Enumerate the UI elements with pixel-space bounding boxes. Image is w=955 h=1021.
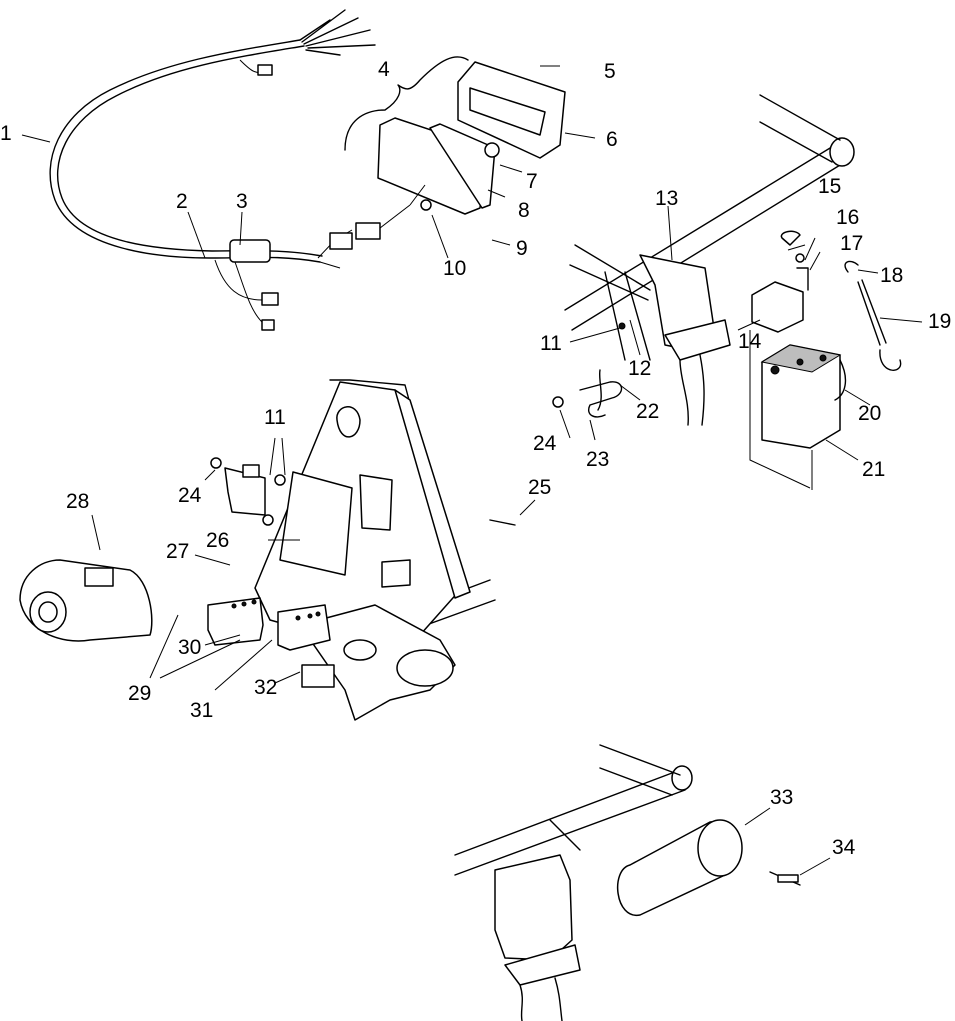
callout-14: 14 <box>738 330 762 353</box>
callout-4: 4 <box>378 58 390 81</box>
callout-6: 6 <box>606 128 618 151</box>
callout-5: 5 <box>604 60 616 83</box>
callout-28: 28 <box>66 490 89 513</box>
callout-18: 18 <box>880 264 903 287</box>
starter-assembly <box>454 744 801 1021</box>
callout-20: 20 <box>858 402 881 425</box>
leader-lines <box>21 65 923 876</box>
callout-22: 22 <box>636 400 659 423</box>
callout-numbers: 1 2 3 4 5 6 7 8 9 10 11 12 13 14 15 16 1… <box>0 58 951 859</box>
callout-34: 34 <box>832 836 856 859</box>
callout-29: 29 <box>128 682 151 705</box>
callout-10: 10 <box>443 257 466 280</box>
callout-23: 23 <box>586 448 609 471</box>
callout-9: 9 <box>516 237 528 260</box>
tail-light-assembly <box>344 56 566 215</box>
callout-27: 27 <box>166 540 189 563</box>
callout-15: 15 <box>818 175 841 198</box>
callout-11: 11 <box>540 332 562 355</box>
callout-11-b: 11 <box>264 406 286 429</box>
callout-1: 1 <box>0 122 12 145</box>
wiring-harness <box>49 9 411 331</box>
callout-7: 7 <box>526 170 538 193</box>
callout-3: 3 <box>236 190 248 213</box>
center-mounting-bracket <box>19 379 516 721</box>
callout-2: 2 <box>176 190 188 213</box>
callout-13: 13 <box>655 187 678 210</box>
callout-24: 24 <box>533 432 557 455</box>
callout-16: 16 <box>836 206 859 229</box>
callout-26: 26 <box>206 529 229 552</box>
callout-12: 12 <box>628 357 651 380</box>
callout-30: 30 <box>178 636 201 659</box>
callout-21: 21 <box>862 458 885 481</box>
callout-24-b: 24 <box>178 484 202 507</box>
callout-17: 17 <box>840 232 863 255</box>
callout-32: 32 <box>254 676 277 699</box>
callout-19: 19 <box>928 310 951 333</box>
callout-8: 8 <box>518 199 530 222</box>
upper-frame-battery <box>552 94 902 490</box>
callout-25: 25 <box>528 476 551 499</box>
callout-31: 31 <box>190 699 213 722</box>
callout-33: 33 <box>770 786 793 809</box>
